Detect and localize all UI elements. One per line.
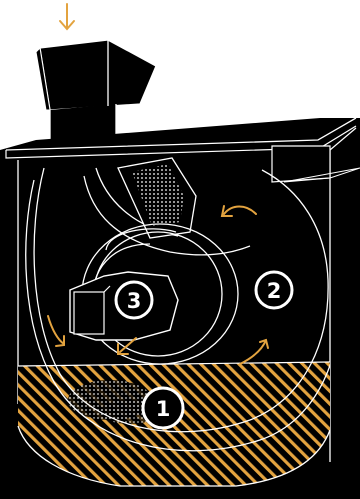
rotating-drum bbox=[25, 167, 330, 452]
marker-3-label: 3 bbox=[127, 289, 142, 313]
curved-arrow-icon bbox=[117, 337, 137, 355]
marker-2-label: 2 bbox=[267, 279, 282, 303]
curved-arrow-icon bbox=[239, 338, 269, 365]
feed-arrow-icon bbox=[59, 3, 75, 31]
curved-arrow-icon bbox=[220, 205, 257, 217]
marker-2: 2 bbox=[254, 270, 294, 310]
curved-arrow-icon bbox=[47, 315, 65, 347]
marker-1-label: 1 bbox=[156, 397, 171, 421]
hopper bbox=[35, 39, 157, 141]
rotation-arrows bbox=[47, 205, 269, 365]
marker-3: 3 bbox=[114, 280, 154, 320]
marker-1: 1 bbox=[141, 386, 185, 430]
air-inlet-vent bbox=[117, 157, 197, 239]
